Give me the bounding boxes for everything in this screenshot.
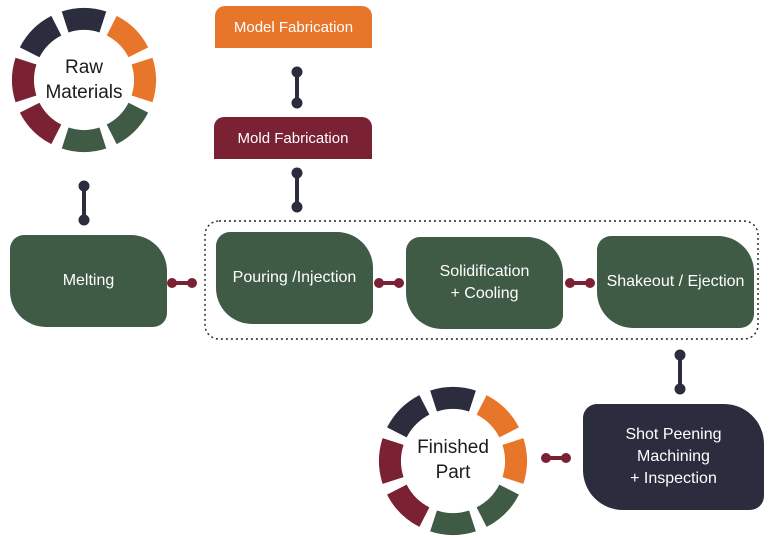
raw-materials-ring-segment [61, 8, 107, 33]
raw-materials-ring-segment [19, 102, 62, 145]
model-fabrication-label: Model Fabrication [233, 18, 354, 36]
raw-materials-ring-segment [19, 15, 62, 58]
connector-raw-to-melting [78, 180, 90, 226]
raw-materials-ring-segment [106, 15, 149, 58]
finished-part-ring-segment [387, 484, 430, 527]
connector-finishing-to-finished [541, 453, 571, 463]
connector-model-to-mold [291, 66, 303, 109]
pouring-injection-label: Pouring /Injection [232, 269, 357, 286]
finished-part-ring-segment [476, 484, 519, 527]
mold-fabrication-label: Mold Fabrication [237, 129, 349, 147]
pouring-injection-box: Pouring /Injection [216, 232, 373, 324]
shakeout-ejection-label: Shakeout / Ejection [606, 273, 745, 290]
raw-materials-ring-segment [106, 102, 149, 145]
casting-process-group-border [204, 220, 759, 340]
finished-part-ring [379, 387, 527, 535]
connector-melting-to-pouring [167, 278, 197, 288]
finished-part-ring-segment [502, 438, 527, 484]
raw-materials-ring-segment [11, 57, 37, 103]
raw-materials-label: Raw Materials [45, 57, 123, 103]
finished-part-ring-segment [430, 387, 476, 412]
mold-fabrication-box: Mold Fabrication [214, 117, 372, 159]
solidification-cooling-label: Solidification + Cooling [439, 263, 530, 302]
solidification-cooling-box: Solidification + Cooling [406, 237, 563, 329]
raw-materials-ring-segment [61, 127, 107, 153]
finished-part-label: Finished Part [417, 437, 489, 483]
raw-materials-ring [11, 8, 156, 153]
finished-part-ring-segment [476, 395, 519, 438]
melting-label: Melting [62, 272, 115, 289]
raw-materials-ring-segment [131, 57, 156, 103]
model-fabrication-box: Model Fabrication [215, 6, 372, 48]
shakeout-ejection-box: Shakeout / Ejection [597, 236, 754, 328]
finishing-box: Shot Peening Machining + Inspection [583, 404, 764, 510]
finished-part-ring-segment [387, 395, 430, 438]
connector-shakeout-to-finishing [674, 349, 686, 395]
finishing-label: Shot Peening Machining + Inspection [625, 426, 722, 487]
connector-mold-to-pouring [291, 167, 303, 213]
finished-part-ring-segment [379, 438, 404, 484]
finished-part-ring-segment [430, 510, 476, 535]
connector-pouring-to-solidification [374, 278, 404, 288]
melting-box: Melting [10, 235, 167, 327]
connector-solidification-to-shakeout [565, 278, 595, 288]
